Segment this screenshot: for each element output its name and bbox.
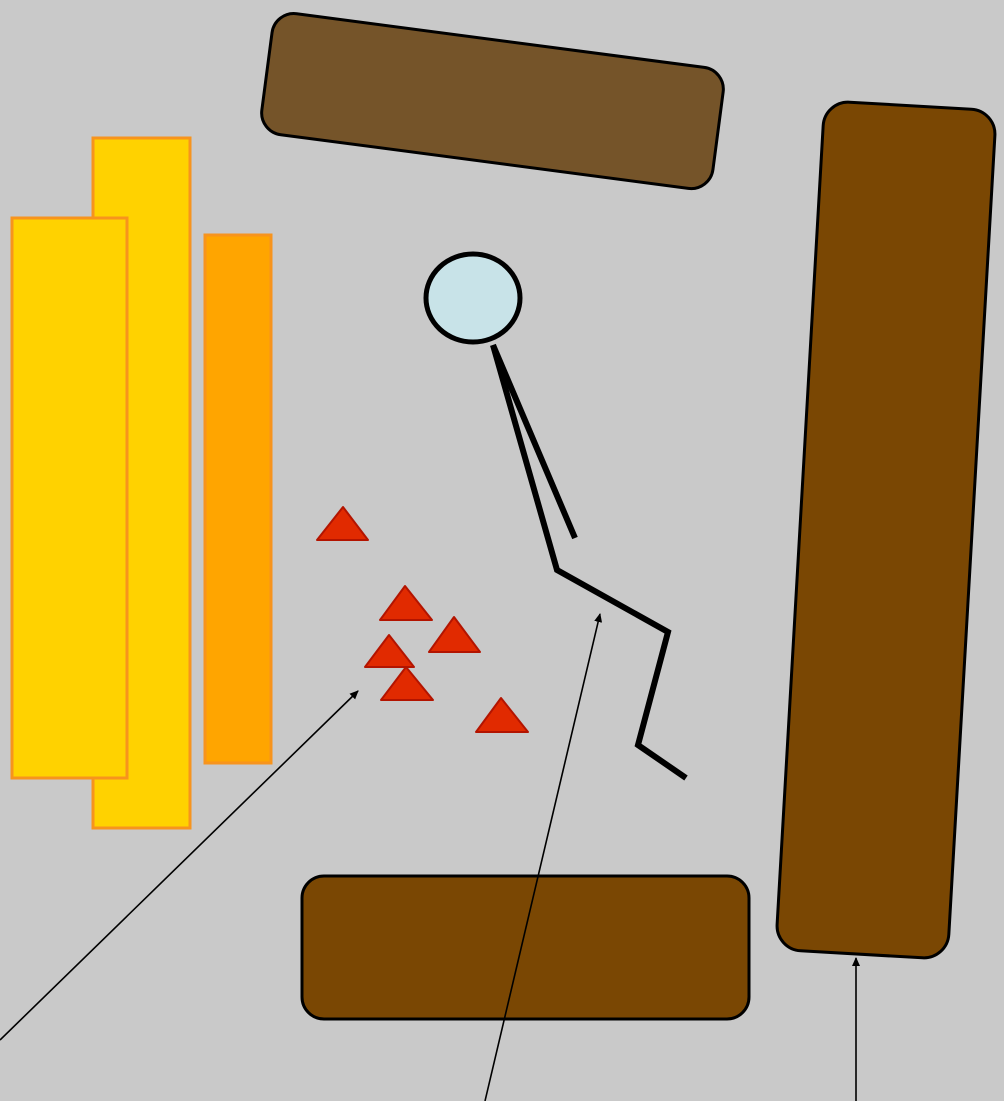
arrow-to-figure [484,613,603,1101]
arrow-to-triangles [0,690,359,1041]
top-brown-block [260,12,725,191]
red-triangle [316,506,369,541]
stick-figure-body-leg [490,344,688,781]
red-triangle [475,697,529,733]
red-triangle [380,666,434,701]
red-triangle [428,616,481,653]
bottom-brown-block [300,874,751,1021]
red-triangle [379,585,433,621]
yellow-bar-front [10,216,129,780]
right-brown-block [775,100,997,960]
red-triangles [316,506,529,733]
stick-figure-head [423,251,523,345]
orange-bar [203,233,273,765]
red-triangle [364,634,415,668]
pointer-arrows [0,613,860,1101]
stick-figure [490,343,688,781]
fire-bars [10,136,273,830]
stick-figure-arm [490,343,578,540]
